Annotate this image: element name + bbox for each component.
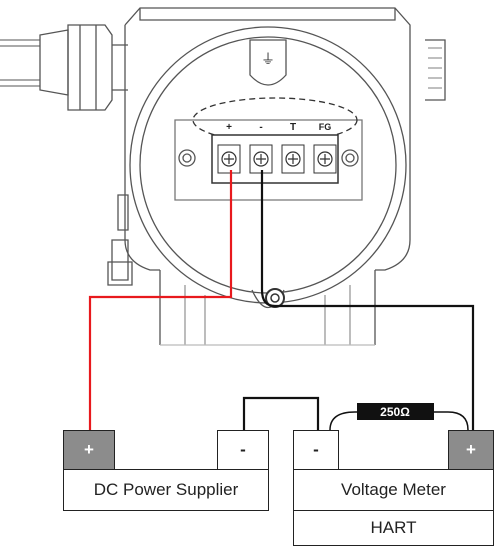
terminal-highlight [192, 97, 358, 143]
dc-supply-label: DC Power Supplier [63, 469, 269, 511]
ground-icon: ⏚ [261, 51, 275, 67]
voltage-meter-negative-terminal: - [293, 430, 339, 470]
terminal-label-plus: + [226, 122, 232, 133]
meter-link-wire [242, 396, 320, 430]
terminal-label-fg: FG [319, 122, 332, 132]
dc-supply-positive-terminal: + [63, 430, 115, 470]
terminal-label-t: T [290, 122, 296, 133]
negative-wire [260, 170, 475, 430]
resistor [357, 403, 434, 420]
positive-wire [88, 170, 233, 430]
hart-label: HART [293, 510, 494, 546]
dc-supply-negative-terminal: - [217, 430, 269, 470]
terminal-block: + - T FG [211, 122, 339, 184]
voltage-meter-positive-terminal: + [448, 430, 494, 470]
resistor-label: 250Ω [380, 405, 410, 419]
voltage-meter-label: Voltage Meter [293, 469, 494, 511]
terminal-label-minus: - [259, 122, 262, 133]
